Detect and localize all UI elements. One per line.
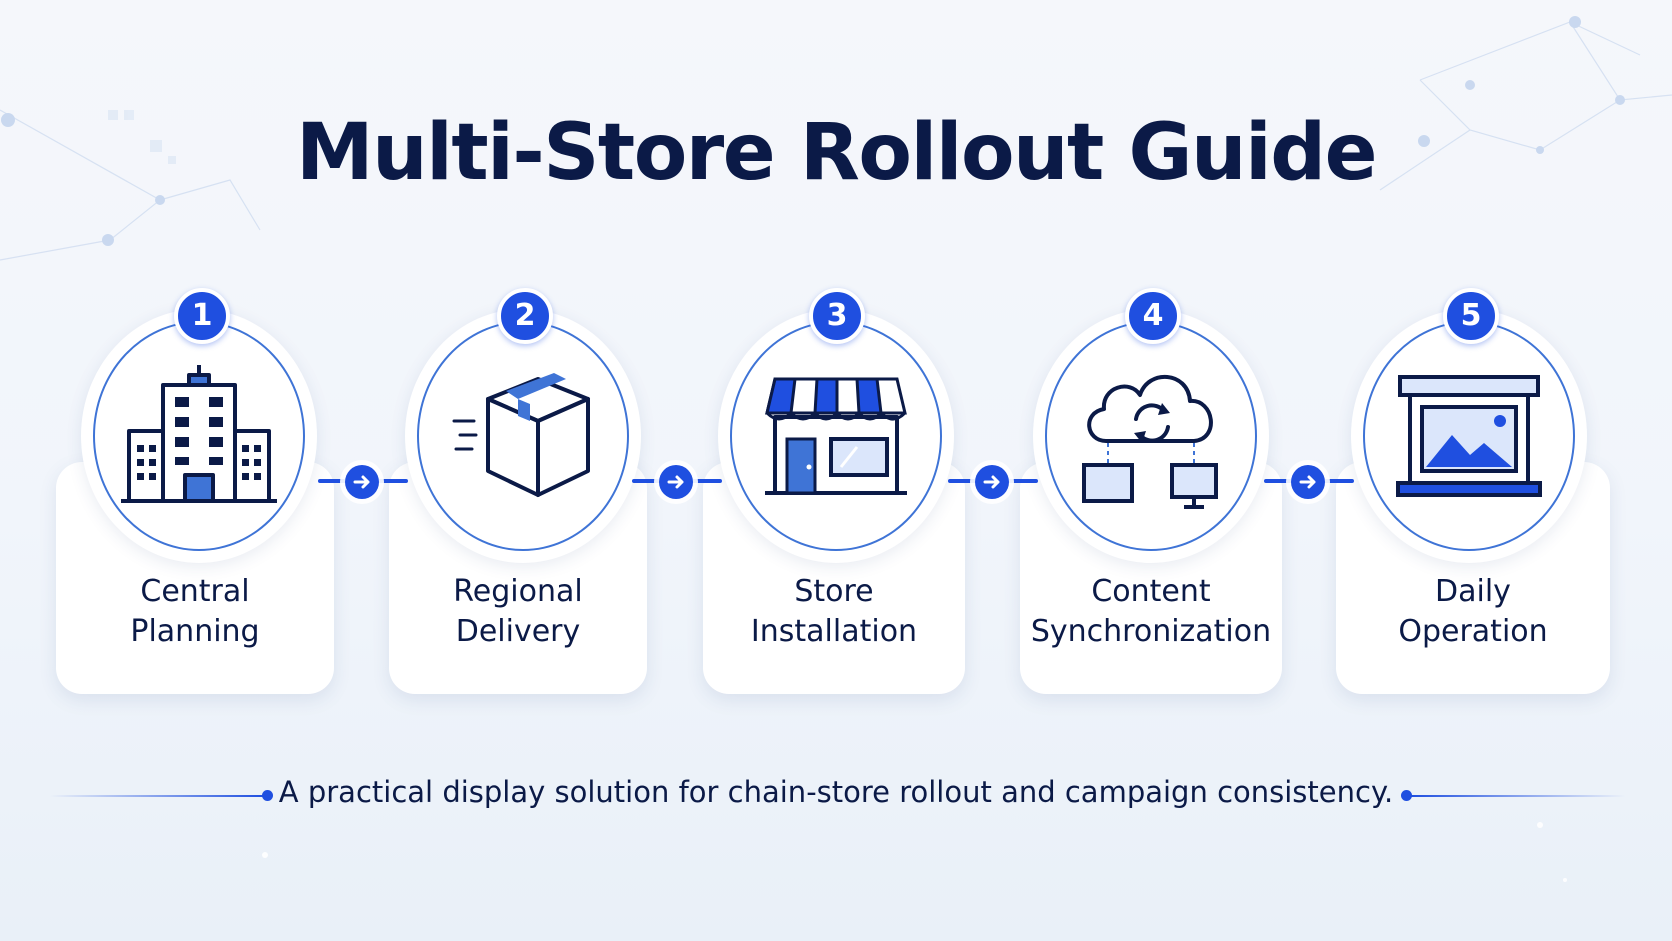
step-label-5-line2: Operation — [1398, 614, 1548, 649]
tagline-divider-left — [50, 795, 265, 797]
arrow-right-icon — [975, 465, 1009, 499]
tagline-dot-left — [262, 790, 273, 801]
step-label-1-line1: Central — [140, 574, 250, 609]
package-box-icon — [452, 373, 590, 497]
step-label-1-line2: Planning — [130, 614, 260, 649]
step-label-4-line1: Content — [1091, 574, 1211, 609]
step-icon-halo-1 — [81, 309, 317, 563]
step-number-badge-2: 2 — [497, 288, 553, 344]
arrow-right-icon — [1291, 465, 1325, 499]
step-label-3: Store Installation — [703, 572, 965, 662]
arrow-right-icon — [659, 465, 693, 499]
step-label-5-line1: Daily — [1435, 574, 1511, 609]
page-title: Multi-Store Rollout Guide — [295, 108, 1378, 198]
step-number-badge-1: 1 — [174, 288, 230, 344]
step-number-badge-5: 5 — [1443, 288, 1499, 344]
display-screen-icon — [1396, 375, 1542, 497]
step-number-badge-3: 3 — [809, 288, 865, 344]
step-icon-halo-4 — [1033, 309, 1269, 563]
step-label-3-line2: Installation — [750, 614, 918, 649]
arrow-right-icon — [345, 465, 379, 499]
step-icon-halo-3 — [718, 309, 954, 563]
step-label-2: Regional Delivery — [389, 572, 647, 662]
tagline-divider-right — [1410, 795, 1625, 797]
step-number-badge-4: 4 — [1125, 288, 1181, 344]
step-icon-halo-5 — [1351, 309, 1587, 563]
storefront-icon — [765, 377, 907, 495]
step-label-5: Daily Operation — [1336, 572, 1610, 662]
step-label-4: Content Synchronization — [1020, 572, 1282, 662]
step-label-2-line1: Regional — [453, 574, 583, 609]
step-label-1: Central Planning — [56, 572, 334, 662]
office-building-icon — [121, 365, 277, 503]
tagline-dot-right — [1401, 790, 1412, 801]
tagline: A practical display solution for chain-s… — [278, 775, 1394, 809]
cloud-sync-icon — [1082, 375, 1218, 509]
step-label-4-line2: Synchronization — [1030, 614, 1272, 649]
step-icon-halo-2 — [405, 309, 641, 563]
step-label-3-line1: Store — [794, 574, 874, 609]
step-label-2-line2: Delivery — [455, 614, 581, 649]
